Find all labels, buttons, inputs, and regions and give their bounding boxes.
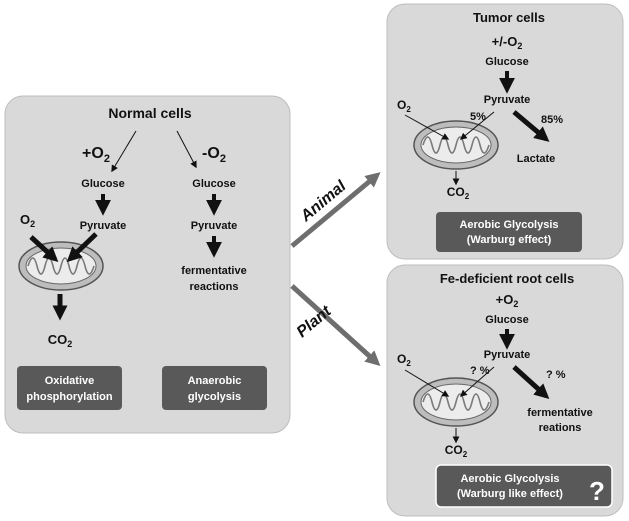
normal-cells-title: Normal cells (108, 105, 191, 121)
svg-text:Anaerobic: Anaerobic (188, 375, 242, 387)
tumor-o2-label: O2 (397, 98, 411, 114)
root-mitochondrion-icon (413, 377, 499, 427)
svg-text:Aerobic Glycolysis: Aerobic Glycolysis (459, 219, 558, 231)
normal-fermentative-line1: fermentative (181, 265, 246, 277)
root-pct-ferment: ? % (546, 369, 566, 381)
tumor-pyruvate: Pyruvate (484, 94, 530, 106)
root-ferment-line1: fermentative (527, 407, 592, 419)
normal-pyruvate-left: Pyruvate (80, 220, 126, 232)
normal-glucose-left: Glucose (81, 178, 124, 190)
normal-pyruvate-right: Pyruvate (191, 220, 237, 232)
normal-cells-panel: Normal cells +O2 -O2 Glucose Pyruvate Gl… (4, 95, 291, 434)
root-arrow-pyruvate-mito (459, 366, 495, 397)
root-co2-label: CO2 (445, 443, 468, 459)
normal-co2-label: CO2 (48, 332, 73, 349)
arrow-normal-to-aerobic (111, 130, 137, 173)
tumor-lactate: Lactate (517, 153, 556, 165)
root-o2-label: O2 (397, 352, 411, 368)
arrow-o2-into-mito (29, 235, 59, 263)
aerobic-glycolysis-warburg-like-box: Aerobic Glycolysis (Warburg like effect)… (435, 464, 613, 508)
arrow-pyruvate-into-mito (66, 232, 98, 263)
normal-mitochondrion-icon (18, 241, 104, 291)
root-oxygen: +O2 (496, 292, 519, 309)
normal-o2-label: O2 (20, 212, 35, 229)
root-arrow-o2-mito (404, 369, 450, 397)
root-cells-panel: Fe-deficient root cells +O2 Glucose Pyru… (386, 264, 624, 517)
oxidative-phosphorylation-box: Oxidative phosphorylation (17, 366, 122, 410)
normal-glucose-right: Glucose (192, 178, 235, 190)
normal-plus-o2: +O2 (82, 145, 110, 165)
root-glucose: Glucose (485, 314, 528, 326)
tumor-pct-mito: 5% (470, 111, 486, 123)
tumor-arrow-pyruvate-mito (459, 111, 495, 140)
tumor-pct-lactate: 85% (541, 114, 563, 126)
animal-arrow (290, 172, 381, 248)
tumor-arrow-o2-mito (404, 114, 450, 140)
arrow-normal-to-anaerobic (176, 130, 197, 169)
root-ferment-line2: reations (539, 422, 582, 434)
root-pct-mito: ? % (470, 365, 490, 377)
anaerobic-glycolysis-box: Anaerobic glycolysis (162, 366, 267, 410)
connectors: Animal Plant (290, 172, 381, 367)
svg-text:Aerobic Glycolysis: Aerobic Glycolysis (460, 473, 559, 485)
root-title: Fe-deficient root cells (440, 271, 574, 286)
tumor-mitochondrion-icon (413, 120, 499, 170)
normal-minus-o2: -O2 (202, 145, 226, 165)
question-mark-icon: ? (589, 476, 605, 506)
svg-text:(Warburg like effect): (Warburg like effect) (457, 488, 563, 500)
tumor-title: Tumor cells (473, 10, 545, 25)
svg-text:phosphorylation: phosphorylation (26, 391, 112, 403)
root-pyruvate: Pyruvate (484, 349, 530, 361)
tumor-cells-panel: Tumor cells +/-O2 Glucose Pyruvate O2 5%… (386, 3, 624, 260)
tumor-co2-label: CO2 (447, 185, 470, 201)
svg-text:glycolysis: glycolysis (188, 391, 241, 403)
plant-arrow (290, 284, 381, 367)
svg-text:Oxidative: Oxidative (45, 375, 95, 387)
svg-text:(Warburg effect): (Warburg effect) (467, 234, 552, 246)
tumor-arrow-pyruvate-lactate (512, 110, 550, 142)
aerobic-glycolysis-box: Aerobic Glycolysis (Warburg effect) (436, 212, 582, 252)
tumor-oxygen: +/-O2 (492, 34, 523, 51)
normal-fermentative-line2: reactions (190, 281, 239, 293)
tumor-glucose: Glucose (485, 56, 528, 68)
root-arrow-pyruvate-fermentative (512, 365, 550, 400)
